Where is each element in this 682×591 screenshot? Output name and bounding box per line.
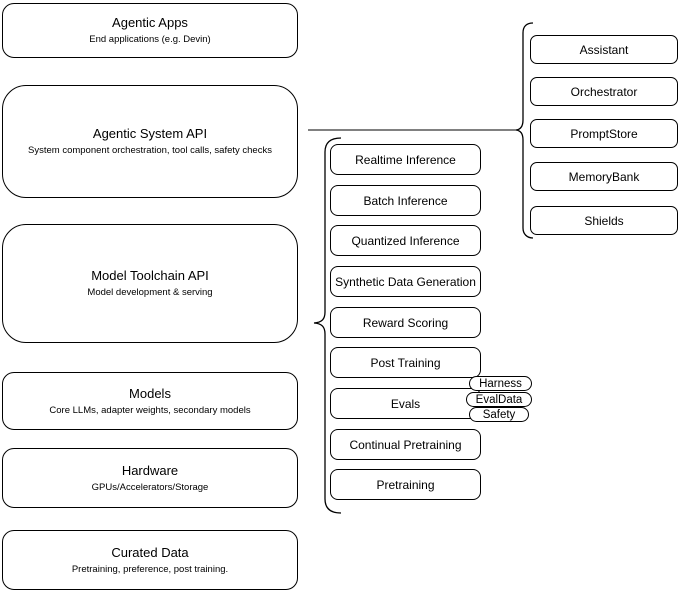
node-label: MemoryBank — [568, 169, 640, 184]
node-promptstore: PromptStore — [530, 119, 678, 148]
node-label: Continual Pretraining — [349, 437, 462, 452]
node-title: Hardware — [121, 462, 179, 478]
node-title: Agentic System API — [92, 126, 208, 141]
node-title: Agentic Apps — [112, 15, 188, 30]
node-continual-pretraining: Continual Pretraining — [330, 429, 481, 460]
node-curated-data: Curated Data Pretraining, preference, po… — [2, 530, 298, 590]
node-label: Post Training — [370, 355, 441, 370]
node-reward-scoring: Reward Scoring — [330, 307, 481, 338]
node-subtitle: GPUs/Accelerators/Storage — [91, 481, 209, 493]
node-subtitle: End applications (e.g. Devin) — [89, 34, 211, 45]
node-label: Assistant — [579, 42, 629, 57]
node-label: Realtime Inference — [355, 152, 456, 167]
toolchain-group-brace — [313, 137, 342, 514]
node-label: Pretraining — [376, 477, 435, 492]
node-title: Model Toolchain API — [91, 268, 209, 283]
node-pretraining: Pretraining — [330, 469, 481, 500]
node-shields: Shields — [530, 206, 678, 235]
node-label: Synthetic Data Generation — [335, 274, 476, 289]
node-label: Evals — [390, 396, 421, 411]
node-agentic-apps: Agentic Apps End applications (e.g. Devi… — [2, 3, 298, 58]
node-label: Reward Scoring — [362, 315, 449, 330]
node-label: Quantized Inference — [351, 233, 460, 248]
node-synthetic-data-generation: Synthetic Data Generation — [330, 266, 481, 297]
badge-safety: Safety — [469, 407, 529, 422]
node-label: Shields — [584, 213, 624, 228]
node-assistant: Assistant — [530, 35, 678, 64]
badge-evaldata: EvalData — [466, 392, 532, 407]
node-batch-inference: Batch Inference — [330, 185, 481, 216]
badge-label: EvalData — [475, 393, 523, 406]
node-realtime-inference: Realtime Inference — [330, 144, 481, 175]
node-orchestrator: Orchestrator — [530, 77, 678, 106]
badge-harness: Harness — [469, 376, 532, 391]
node-hardware: Hardware GPUs/Accelerators/Storage — [2, 448, 298, 508]
node-post-training: Post Training — [330, 347, 481, 378]
node-subtitle: Pretraining, preference, post training. — [71, 563, 229, 575]
node-subtitle: Model development & serving — [87, 287, 213, 298]
node-evals: Evals — [330, 388, 481, 419]
node-subtitle: System component orchestration, tool cal… — [28, 145, 272, 156]
badge-label: Safety — [482, 408, 516, 421]
node-label: Orchestrator — [570, 84, 638, 99]
node-models: Models Core LLMs, adapter weights, secon… — [2, 372, 298, 430]
node-memorybank: MemoryBank — [530, 162, 678, 191]
node-label: PromptStore — [570, 126, 638, 141]
node-title: Curated Data — [111, 544, 189, 560]
node-model-toolchain-api: Model Toolchain API Model development & … — [2, 224, 298, 343]
node-label: Batch Inference — [363, 193, 448, 208]
badge-label: Harness — [479, 377, 522, 390]
node-agentic-system-api: Agentic System API System component orch… — [2, 85, 298, 198]
node-subtitle: Core LLMs, adapter weights, secondary mo… — [49, 404, 251, 416]
node-title: Models — [129, 385, 171, 401]
node-quantized-inference: Quantized Inference — [330, 225, 481, 256]
